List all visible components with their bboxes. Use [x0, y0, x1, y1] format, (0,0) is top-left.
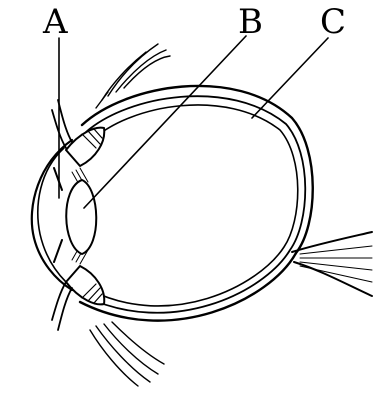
- ciliary-body-lower: [66, 266, 104, 304]
- ciliary-body-upper: [66, 128, 104, 166]
- lower-eye-muscle: [90, 322, 164, 386]
- sclera-layer: [80, 86, 313, 321]
- leader-line-b: [84, 36, 246, 208]
- upper-eye-muscle: [96, 44, 170, 108]
- label-c: C: [320, 2, 346, 42]
- label-a: A: [43, 2, 68, 42]
- lens: [66, 180, 96, 254]
- label-b: B: [238, 2, 263, 42]
- leader-line-c: [252, 38, 328, 118]
- iris: [54, 168, 62, 262]
